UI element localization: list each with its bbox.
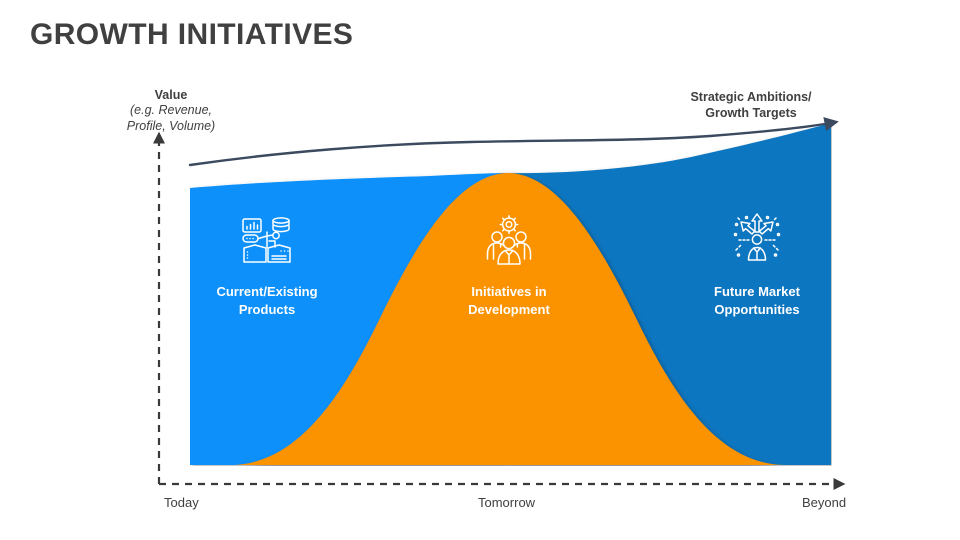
y-axis-label-secondary-line1: (e.g. Revenue, [130,103,212,118]
strategic-ambitions-trend-line [188,117,839,167]
segment-label-line1: Future Market [714,284,800,299]
product-box-analytics-icon [239,214,295,270]
x-tick-today: Today [164,495,199,510]
segment-label-future-market-opportunities: Future Market Opportunities [684,283,830,319]
x-tick-tomorrow: Tomorrow [478,495,536,510]
trend-line-label: Strategic Ambitions/ Growth Targets [660,90,842,121]
x-tick-beyond: Beyond [802,495,847,510]
trend-line-label-line2: Growth Targets [705,105,797,120]
segment-label-current-existing-products: Current/Existing Products [196,283,338,319]
trend-line-label-line1: Strategic Ambitions/ [690,90,812,104]
segment-label-line2: Development [468,301,550,317]
page-title: GROWTH INITIATIVES [30,18,354,51]
area-initiatives-in-development [230,173,786,465]
y-axis-label-secondary-line2: Profile, Volume) [126,118,216,133]
person-expanding-arrows-icon [729,210,785,266]
segment-label-line1: Initiatives in [471,284,547,299]
team-gear-icon [481,214,537,270]
y-axis-label-primary: Value [154,88,188,102]
segment-label-line1: Current/Existing [216,284,318,299]
segment-label-line2: Opportunities [714,301,800,317]
y-axis-label: Value (e.g. Revenue, Profile, Volume) [106,88,236,134]
segment-label-initiatives-in-development: Initiatives in Development [438,283,580,319]
segment-label-line2: Products [238,301,296,317]
